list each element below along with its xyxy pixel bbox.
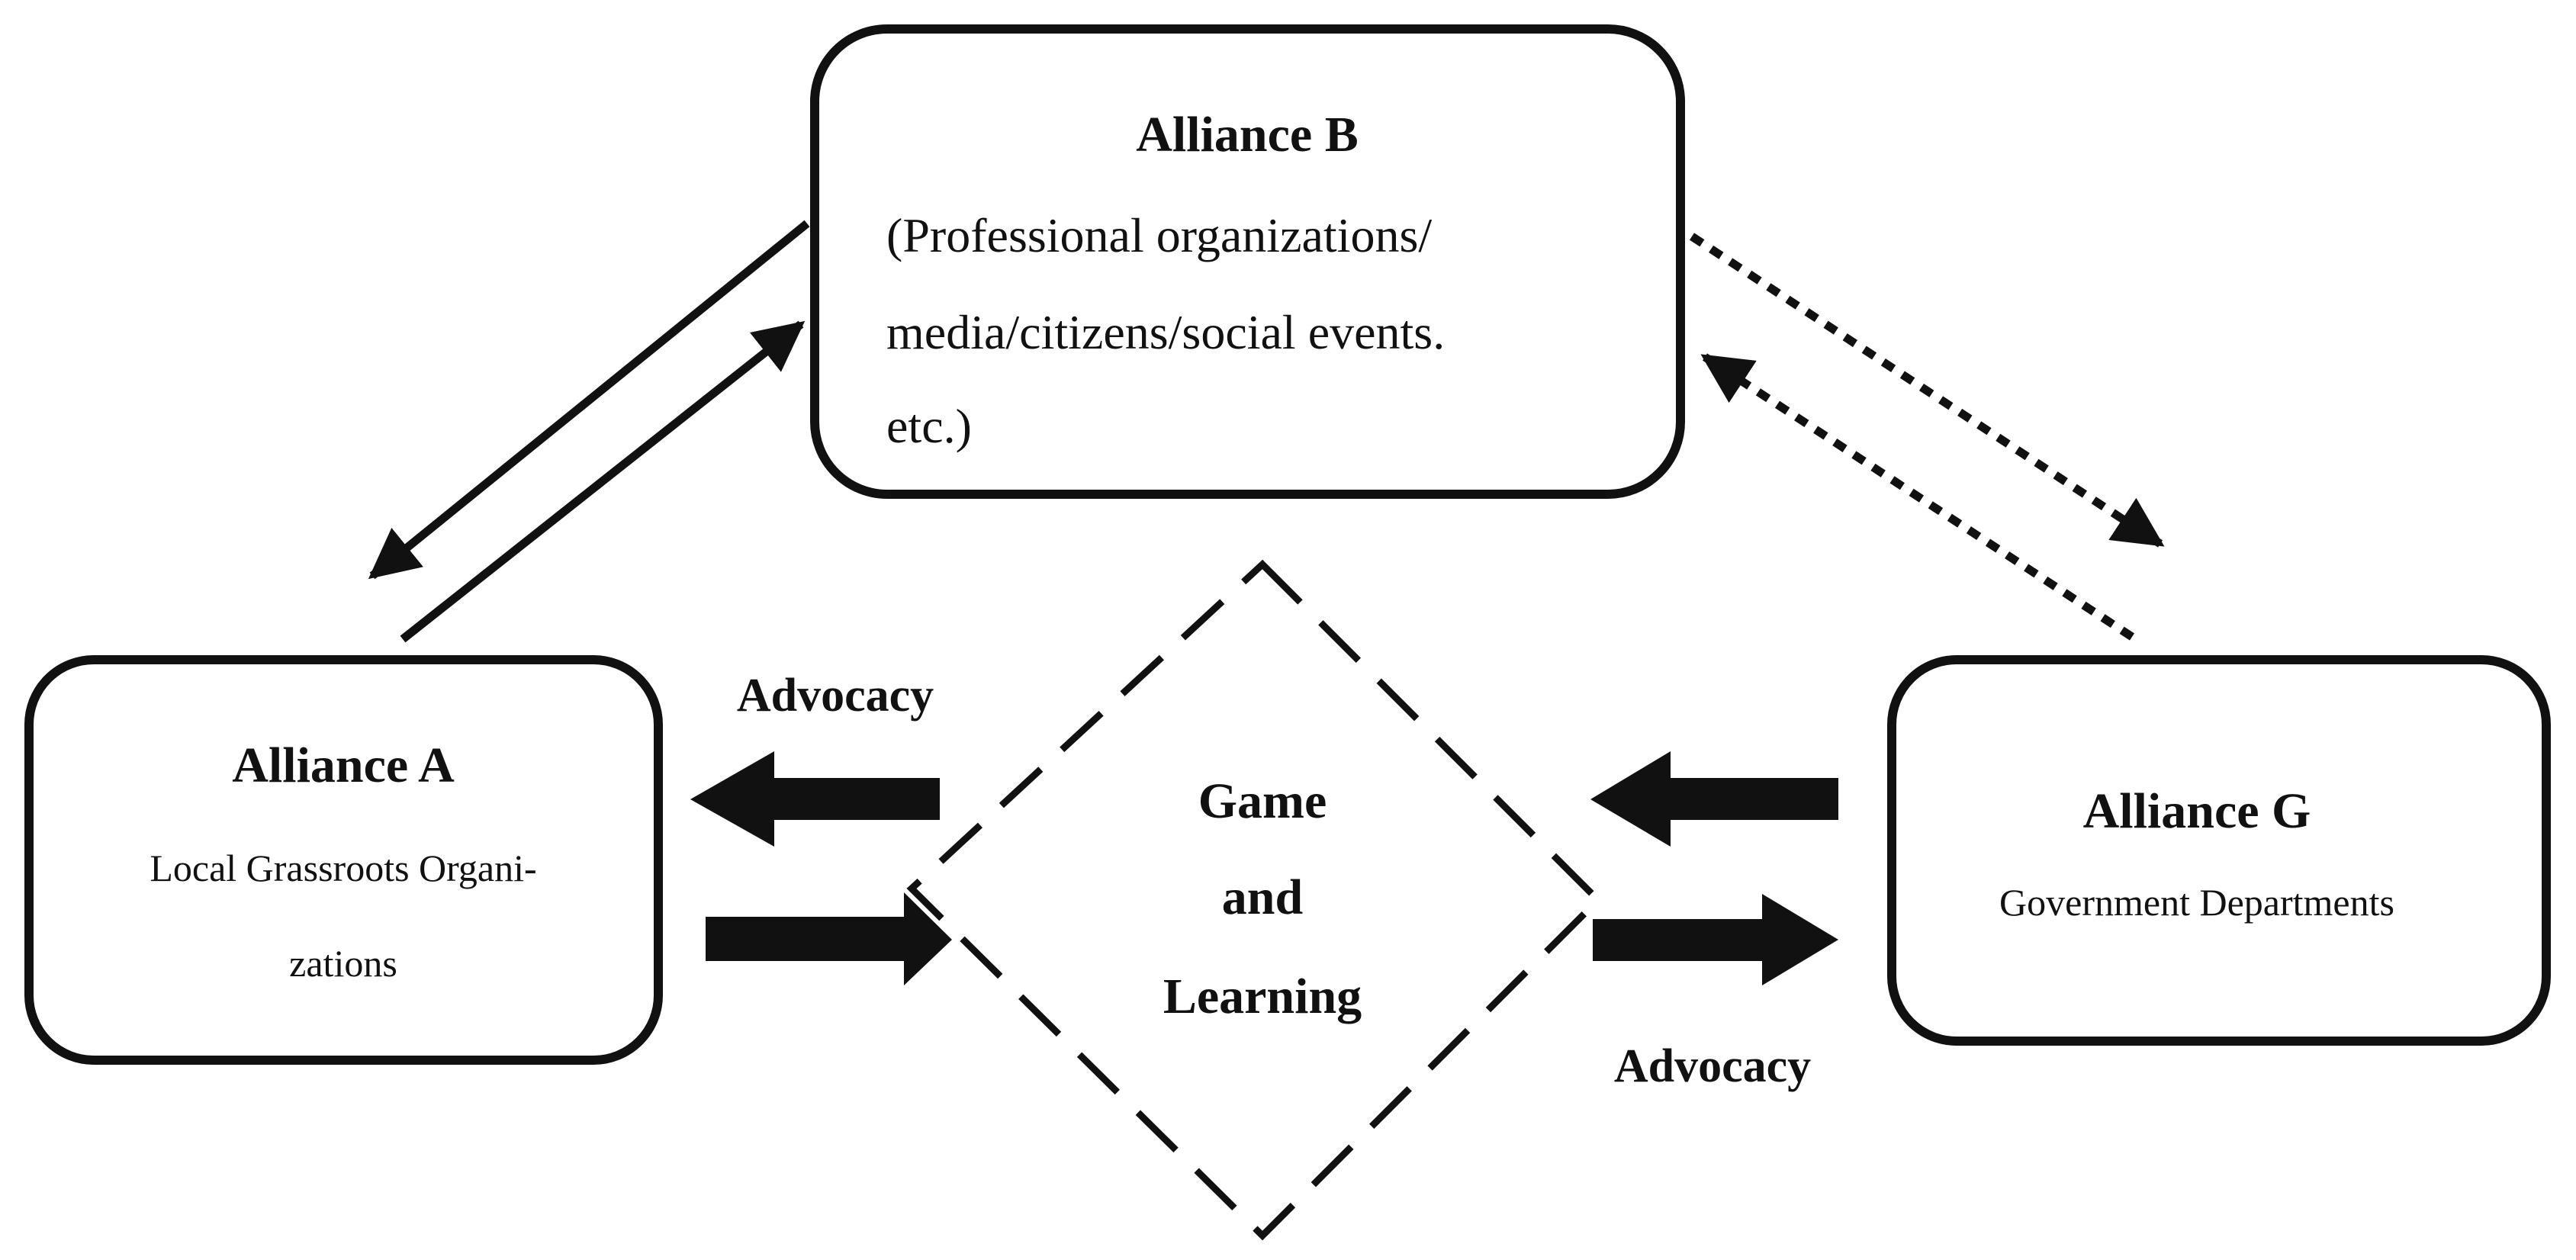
block-arrow-center-to-a (690, 751, 940, 847)
arrow-b-to-g-dotted (1689, 233, 2165, 548)
alliance-b-line-3: etc.) (886, 399, 972, 453)
advocacy-label-right: Advocacy (1614, 1040, 1811, 1092)
alliance-g-line-1: Government Departments (1999, 881, 2394, 924)
arrow-b-to-a (368, 220, 810, 580)
alliance-b-line-2: media/citizens/social events. (886, 305, 1445, 359)
alliance-a-box (24, 655, 663, 1065)
center-line-2: and (1222, 869, 1303, 925)
center-line-1: Game (1198, 773, 1327, 829)
arrow-g-to-b-dotted (1700, 353, 2135, 641)
alliance-g-box (1887, 655, 2551, 1046)
alliance-a-node: Alliance A Local Grassroots Organi- zati… (24, 655, 663, 1065)
alliance-a-title: Alliance A (232, 738, 455, 793)
block-arrow-a-to-center (706, 892, 952, 985)
block-arrow-center-to-g (1593, 894, 1838, 985)
alliance-b-line-1: (Professional organizations/ (886, 208, 1432, 262)
center-diamond (906, 559, 1603, 1241)
alliance-g-node: Alliance G Government Departments (1887, 655, 2551, 1046)
alliance-b-box (810, 24, 1685, 499)
alliance-b-node: Alliance B (Professional organizations/ … (810, 24, 1685, 499)
alliance-g-title: Alliance G (2083, 783, 2311, 839)
alliance-a-line-1: Local Grassroots Organi- (150, 847, 536, 889)
arrow-a-to-b (400, 320, 806, 643)
game-and-learning-node: Game and Learning (906, 559, 1603, 1241)
alliance-a-line-2: zations (289, 942, 397, 985)
advocacy-label-left: Advocacy (737, 670, 934, 722)
alliance-b-title: Alliance B (1136, 107, 1359, 162)
center-line-3: Learning (1163, 969, 1362, 1024)
block-arrow-g-to-center (1590, 751, 1838, 847)
